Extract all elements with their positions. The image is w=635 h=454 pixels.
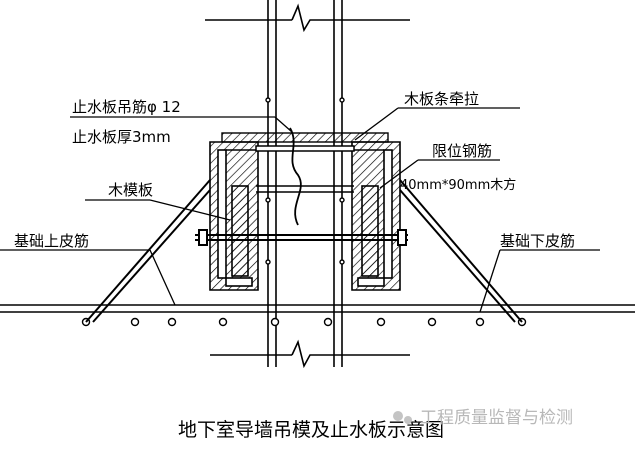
watermark-logo-icon: [393, 411, 412, 424]
label-timber-size: 40mm*90mm木方: [400, 177, 516, 193]
diagonal-braces: [85, 179, 523, 323]
rebar-dots: [81, 97, 527, 327]
left-formwork: [209, 141, 259, 291]
hanger-rebar: [289, 127, 302, 226]
wall: [205, 0, 410, 369]
label-water-stop-hanger: 止水板吊筋φ 12: [72, 98, 181, 116]
leader-lines: [0, 107, 600, 313]
label-found-bottom-rebar: 基础下皮筋: [500, 232, 575, 250]
right-formwork: [351, 141, 401, 291]
watermark-text: 工程质量监督与检测: [420, 408, 573, 428]
label-water-stop-thickness: 止水板厚3mm: [72, 128, 171, 146]
label-found-top-rebar: 基础上皮筋: [14, 232, 89, 250]
label-limit-rebar: 限位钢筋: [432, 142, 492, 160]
foundation-rebar: [0, 304, 635, 313]
label-timber-tie: 木板条牵拉: [404, 90, 479, 108]
tie-bar: [195, 229, 408, 246]
label-wood-form: 木模板: [108, 181, 153, 199]
top-timber-board: [221, 132, 389, 143]
diagram-title: 地下室导墙吊模及止水板示意图: [178, 419, 444, 441]
watermark: 工程质量监督与检测: [393, 408, 573, 428]
water-stop-frame: [226, 145, 384, 193]
